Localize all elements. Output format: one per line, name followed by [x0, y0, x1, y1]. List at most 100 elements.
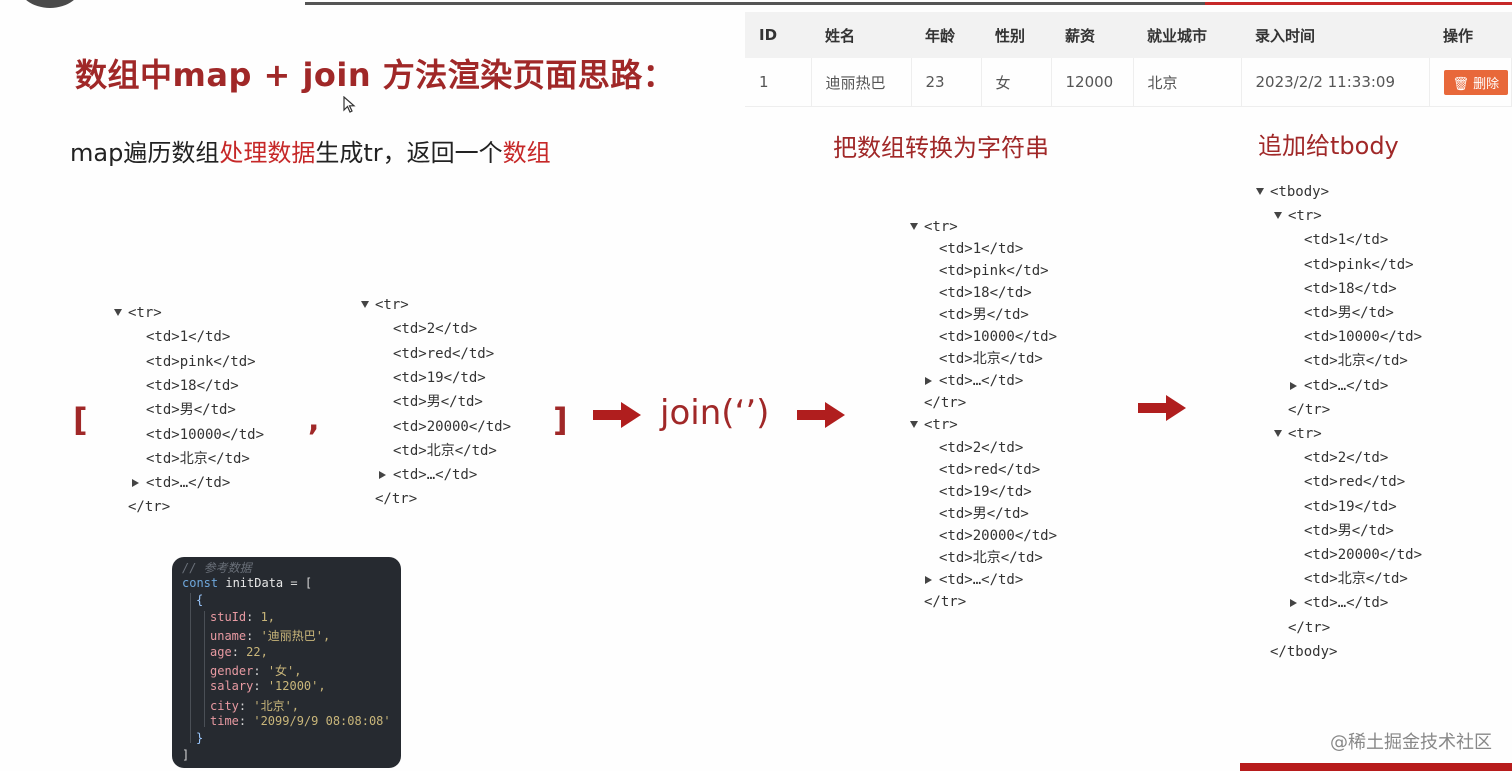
expand-triangle-icon[interactable]: [910, 223, 918, 230]
code-text: <td>男</td>: [939, 307, 1029, 324]
td-line: <td>pink</td>: [146, 355, 256, 369]
table-header-cell: 薪资: [1051, 12, 1133, 58]
code-text: <td>18</td>: [939, 285, 1032, 302]
code-text: <td>1</td>: [146, 329, 231, 346]
code-colon: :: [246, 629, 261, 644]
td-line: <td>20000</td>: [393, 420, 511, 434]
td-line: <td>red</td>: [393, 347, 494, 361]
code-text: <td>pink</td>: [146, 353, 256, 370]
code-colon: :: [253, 663, 268, 678]
string-line: <td>pink</td>: [939, 264, 1049, 278]
tr-tag: <tr>: [361, 298, 409, 312]
collapsed-triangle-icon[interactable]: [1290, 599, 1297, 608]
code-key: city: [210, 698, 239, 713]
delete-button[interactable]: 🗑 删除: [1443, 69, 1509, 95]
expand-triangle-icon[interactable]: [114, 309, 122, 316]
td-line: <td>19</td>: [393, 371, 486, 385]
string-line: <td>red</td>: [939, 463, 1040, 477]
string-line: <td>10000</td>: [939, 330, 1057, 344]
code-text: <td>18</td>: [1304, 280, 1397, 297]
code-text: <td>男</td>: [146, 402, 236, 419]
tr-tag: </tr>: [128, 500, 170, 514]
code-field-line: time: '2099/9/9 08:08:08': [210, 714, 391, 728]
tr-tag: </tr>: [375, 492, 417, 506]
code-text: <td>…</td>: [146, 475, 231, 492]
code-text: <td>1</td>: [939, 241, 1024, 258]
tbody-line: <td>1</td>: [1304, 233, 1388, 247]
string-line: </tr>: [924, 396, 966, 410]
top-divider: [305, 2, 1512, 5]
code-declaration: const initData = [: [182, 576, 312, 590]
code-text: <td>19</td>: [1304, 498, 1397, 515]
code-text: <td>…</td>: [1304, 377, 1389, 394]
td-line: <td>北京</td>: [146, 452, 250, 466]
arrow-right-icon: [1138, 395, 1186, 421]
code-field-line: age: 22,: [210, 645, 268, 659]
expand-triangle-icon[interactable]: [361, 301, 369, 308]
code-key: salary: [210, 679, 254, 694]
reference-data-code-panel: // 参考数据 const initData = [ { stuId: 1,un…: [172, 557, 401, 768]
code-text: <td>20000</td>: [393, 418, 512, 435]
table-cell: 1: [745, 58, 812, 107]
mouse-cursor-icon: [343, 96, 356, 113]
expand-triangle-icon[interactable]: [1274, 430, 1282, 437]
code-text: <td>北京</td>: [393, 442, 497, 459]
string-line: <td>2</td>: [939, 441, 1023, 455]
section-title-to-string: 把数组转换为字符串: [833, 134, 1049, 162]
code-text: <td>北京</td>: [939, 351, 1043, 368]
code-value: '女',: [267, 663, 302, 678]
code-close-brace: }: [196, 731, 204, 745]
td-line: <td>18</td>: [146, 379, 239, 393]
code-text: <tr>: [1288, 426, 1322, 442]
table-cell: 2023/2/2 11:33:09: [1241, 58, 1430, 107]
subtitle-part-3: 生成tr，返回一个: [315, 139, 503, 167]
string-line: <tr>: [910, 418, 958, 432]
code-value: '12000',: [267, 679, 326, 694]
string-line: <td>男</td>: [939, 308, 1029, 322]
code-field-line: uname: '迪丽热巴',: [210, 627, 330, 644]
code-comment: // 参考数据: [182, 561, 252, 575]
code-text: </tr>: [924, 395, 967, 412]
collapsed-triangle-icon[interactable]: [925, 575, 932, 584]
code-text: <tr>: [1288, 208, 1322, 225]
code-key: gender: [210, 663, 254, 678]
expand-triangle-icon[interactable]: [1256, 188, 1264, 195]
collapsed-triangle-icon[interactable]: [379, 471, 386, 480]
subtitle-part-1: map遍历数组: [70, 139, 220, 167]
collapsed-triangle-icon[interactable]: [132, 479, 139, 488]
tbody-line: <td>男</td>: [1304, 524, 1394, 538]
code-colon: :: [253, 679, 268, 694]
tbody-line: <td>18</td>: [1304, 282, 1397, 296]
arrow-right-icon: [593, 402, 641, 428]
tbody-line: <td>20000</td>: [1304, 548, 1422, 562]
table-header-cell: 就业城市: [1133, 12, 1241, 58]
expand-triangle-icon[interactable]: [1274, 212, 1282, 220]
string-line: <td>19</td>: [939, 485, 1032, 499]
table-cell: 北京: [1133, 58, 1242, 107]
code-text: <td>10000</td>: [1304, 329, 1423, 346]
code-value: '迪丽热巴',: [260, 629, 331, 644]
tbody-line: <td>…</td>: [1290, 596, 1388, 610]
code-text: <td>red</td>: [393, 345, 495, 362]
code-text: <tbody>: [1270, 184, 1330, 200]
collapsed-triangle-icon[interactable]: [925, 377, 932, 386]
code-key: time: [210, 713, 239, 728]
table-row: 1 迪丽热巴 23 女 12000 北京 2023/2/2 11:33:09 🗑…: [745, 58, 1512, 107]
string-line: </tr>: [924, 595, 966, 609]
table-header-cell: 年龄: [911, 12, 981, 58]
td-line: <td>2</td>: [393, 322, 477, 336]
array-open-bracket: [: [73, 401, 88, 439]
tr-tag: <tr>: [114, 305, 162, 321]
tbody-line: <td>19</td>: [1304, 500, 1397, 514]
code-text: <td>1</td>: [1304, 232, 1389, 249]
code-field-line: salary: '12000',: [210, 679, 326, 693]
tbody-line: <td>…</td>: [1290, 377, 1389, 394]
string-line: <td>18</td>: [939, 286, 1032, 300]
collapsed-triangle-icon[interactable]: [1290, 381, 1297, 390]
string-line: <tr>: [910, 220, 958, 234]
code-text: </tr>: [924, 593, 967, 610]
expand-triangle-icon[interactable]: [910, 421, 918, 429]
code-text: <tr>: [128, 305, 162, 321]
code-keyword: const: [182, 576, 219, 590]
tbody-line: <tbody>: [1256, 184, 1330, 200]
